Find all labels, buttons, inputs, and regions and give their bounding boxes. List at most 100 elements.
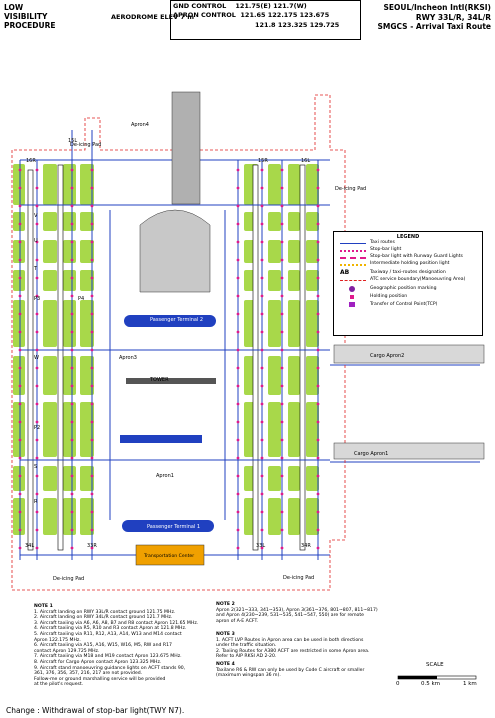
grass-block (80, 164, 94, 205)
runway (57, 164, 64, 551)
runway (252, 164, 259, 551)
stopbar-light (35, 348, 39, 352)
grass-block (63, 164, 76, 205)
grass-block (13, 466, 25, 491)
stopbar-light (90, 258, 94, 262)
stopbar-light (35, 384, 39, 388)
stopbar-light (18, 168, 22, 172)
grass-block (268, 212, 281, 231)
stopbar-light (236, 330, 240, 334)
stopbar-light (18, 510, 22, 514)
stopbar-light (90, 168, 94, 172)
grass-block (43, 164, 57, 205)
runway (299, 164, 306, 551)
cargo-apron2-label: Cargo Apron2 (370, 353, 405, 359)
stopbar-light (90, 420, 94, 424)
stopbar-light (236, 384, 240, 388)
stopbar-light (35, 168, 39, 172)
stopbar-light (70, 168, 74, 172)
stopbar-light (280, 438, 284, 442)
stopbar-light (280, 240, 284, 244)
stopbar-light (90, 402, 94, 406)
stopbar-light (316, 438, 320, 442)
tower-label: TOWER (150, 377, 169, 383)
legend-item: ATC service boundary(Manoeuvring Area) (370, 277, 466, 282)
grass-block (13, 212, 25, 231)
stopbar-light (316, 492, 320, 496)
stopbar-light (35, 312, 39, 316)
stopbar-light (18, 528, 22, 532)
grass-block (288, 212, 300, 231)
twy-r-label: R (34, 499, 38, 505)
stopbar-light (35, 546, 39, 550)
stopbar-light (18, 438, 22, 442)
rwy-34r-label: 34R (301, 543, 311, 549)
legend-item: Transfer of Control Point(TCP) (370, 302, 438, 307)
stopbar-light (35, 420, 39, 424)
legend-item: Stop-bar light (370, 247, 402, 252)
scale-bar-fill (398, 676, 437, 679)
stopbar-light (70, 474, 74, 478)
stopbar-light (316, 240, 320, 244)
scale-one: 1 km (463, 681, 477, 687)
stopbar-light (280, 420, 284, 424)
stopbar-light (70, 384, 74, 388)
grass-block (13, 240, 25, 263)
legend-item: Taxiway / taxi-routes designation (370, 270, 446, 275)
grass-block (13, 498, 25, 535)
stopbar-light (280, 402, 284, 406)
legend-item: Geographic position marking (370, 286, 437, 291)
stopbar-light (316, 456, 320, 460)
stopbar-light (70, 276, 74, 280)
grass-block (268, 300, 281, 347)
stopbar-light (280, 474, 284, 478)
twy-p2-label: P2 (34, 425, 41, 431)
stopbar-light (316, 546, 320, 550)
grass-block (268, 498, 281, 535)
stopbar-light (70, 348, 74, 352)
legend-item: Holding position (370, 294, 408, 299)
stopbar-light (90, 294, 94, 298)
stopbar-light (18, 420, 22, 424)
change-note: Change : Withdrawal of stop-bar light(TW… (6, 706, 185, 715)
scale-zero: 0 (396, 681, 400, 687)
stopbar-light (90, 186, 94, 190)
twy-p3-label: P3 (34, 296, 41, 302)
stopbar-light (316, 474, 320, 478)
stopbar-light (35, 510, 39, 514)
stopbar-light (35, 330, 39, 334)
grass-block (306, 356, 319, 395)
stopbar-light (70, 510, 74, 514)
grass-block (288, 402, 300, 457)
stopbar-light (90, 204, 94, 208)
stopbar-light (18, 546, 22, 550)
grass-block (288, 270, 300, 291)
grass-block (306, 212, 319, 231)
stopbar-light (236, 348, 240, 352)
stopbar-light (316, 258, 320, 262)
grass-block (306, 466, 319, 491)
grass-block (80, 300, 94, 347)
grass-block (13, 164, 25, 205)
transportation-center (135, 544, 205, 566)
grass-block (63, 498, 76, 535)
stopbar-light (260, 456, 264, 460)
apron1-label: Apron1 (156, 473, 174, 479)
terminal2-concourse (124, 315, 216, 327)
stopbar-light (35, 258, 39, 262)
grass-block (63, 466, 76, 491)
stopbar-light (236, 402, 240, 406)
terminal2-label: Passenger Terminal 2 (150, 317, 204, 323)
grass-block (288, 164, 300, 205)
grass-block (306, 164, 319, 205)
holding-position-symbol (350, 295, 354, 299)
stopbar-light (35, 276, 39, 280)
stopbar-light (236, 456, 240, 460)
cargo-apron2-building (333, 344, 485, 364)
grass-block (80, 270, 94, 291)
stopbar-light (90, 366, 94, 370)
stopbar-light (18, 474, 22, 478)
stopbar-light (90, 384, 94, 388)
tcp-symbol (349, 302, 355, 307)
stopbar-light (18, 258, 22, 262)
